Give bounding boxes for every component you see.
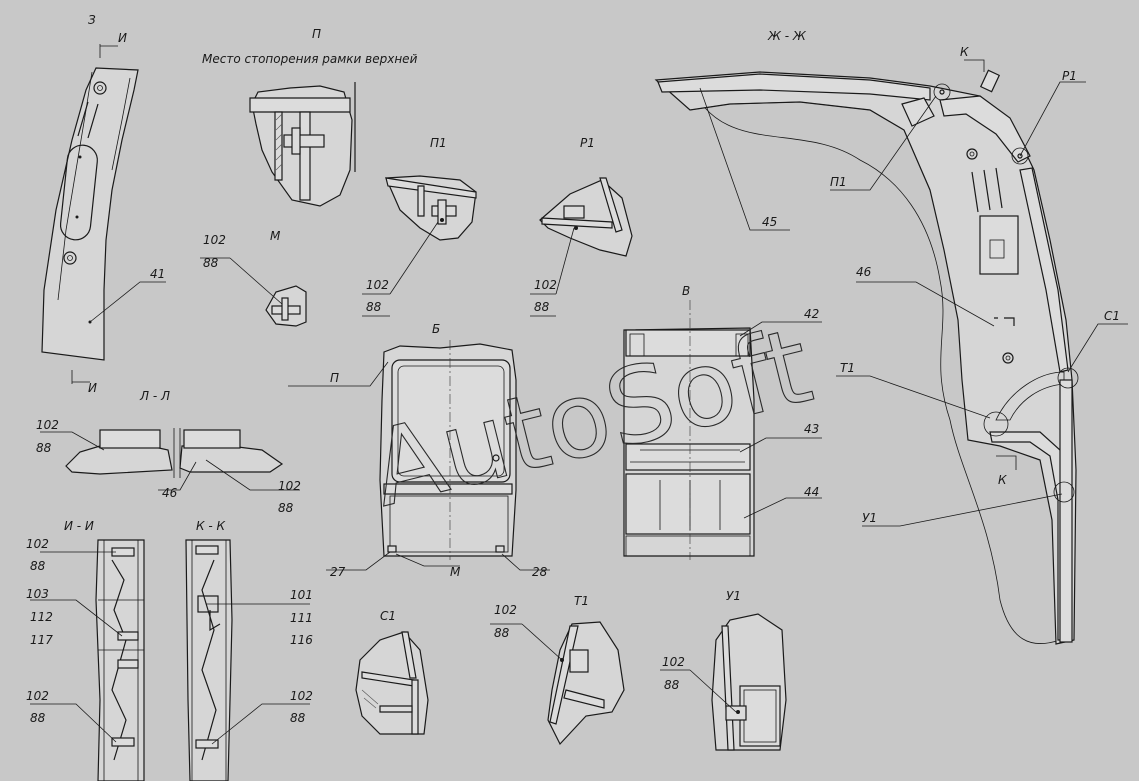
callout-27: 27: [330, 565, 346, 579]
view-z-title: З: [88, 13, 96, 27]
ii-a-callout-102: 102: [26, 537, 49, 551]
view-p1: П1 102 88: [362, 136, 477, 317]
view-b: Б П 27 М 28: [288, 322, 550, 579]
view-m: М 102 88: [200, 229, 307, 327]
callout-44: 44: [804, 485, 819, 499]
callout-s1: С1: [1104, 309, 1120, 323]
ii-c-callout-102: 102: [26, 689, 49, 703]
p1-callout-88: 88: [366, 300, 382, 314]
callout-46-ll: 46: [162, 486, 178, 500]
view-l-l: Л - Л 102 88 46 102 88: [36, 389, 301, 515]
view-z: З И И 41: [41, 13, 166, 395]
u1-callout-88: 88: [664, 678, 680, 692]
section-i-bottom-label: И: [88, 381, 97, 395]
view-k-k-title: К - К: [196, 519, 225, 533]
callout-m: М: [450, 565, 461, 579]
view-t1: Т1 102 88: [490, 594, 625, 746]
callout-r1: Р1: [1062, 69, 1077, 83]
m-callout-102: 102: [203, 233, 226, 247]
t1-callout-102: 102: [494, 603, 517, 617]
ii-b-callout-103: 103: [26, 587, 49, 601]
callout-45: 45: [762, 215, 777, 229]
view-p: П Место стопорения рамки верхней: [202, 27, 418, 207]
view-k-k: К - К 101 111 116 102 88: [185, 519, 313, 781]
view-i-i-title: И - И: [64, 519, 94, 533]
callout-u1: У1: [862, 511, 877, 525]
u1-callout-102: 102: [662, 655, 685, 669]
view-p-caption: Место стопорения рамки верхней: [202, 52, 418, 66]
callout-41: 41: [150, 267, 165, 281]
ii-c-callout-88: 88: [30, 711, 46, 725]
ll-right-callout-102: 102: [278, 479, 301, 493]
ll-left-callout-88: 88: [36, 441, 52, 455]
view-p-title: П: [312, 27, 321, 41]
view-v: В 42 43 44: [623, 284, 822, 560]
kk-b-callout-88: 88: [290, 711, 306, 725]
callout-t1: Т1: [840, 361, 855, 375]
m-callout-88: 88: [203, 256, 219, 270]
kk-a-callout-111: 111: [290, 611, 313, 625]
callout-p: П: [330, 371, 339, 385]
view-m-title: М: [270, 229, 281, 243]
view-p1-title: П1: [430, 136, 447, 150]
ii-b-callout-117: 117: [30, 633, 53, 647]
r1-callout-88: 88: [534, 300, 550, 314]
view-i-i: И - И 102 88 103 112 117 102 88: [26, 519, 145, 781]
view-r1: Р1 102 88: [530, 136, 633, 317]
view-v-title: В: [682, 284, 690, 298]
view-l-l-title: Л - Л: [139, 389, 170, 403]
callout-p1: П1: [830, 175, 847, 189]
view-t1-title: Т1: [574, 594, 589, 608]
view-zh-zh-title: Ж - Ж: [767, 29, 807, 43]
r1-callout-102: 102: [534, 278, 557, 292]
view-r1-title: Р1: [580, 136, 595, 150]
view-b-title: Б: [432, 322, 440, 336]
view-u1: У1 102 88: [660, 589, 787, 751]
ll-right-callout-88: 88: [278, 501, 294, 515]
section-k-bottom-label: К: [998, 473, 1007, 487]
section-k-top-label: К: [960, 45, 969, 59]
view-s1-title: С1: [380, 609, 396, 623]
kk-b-callout-102: 102: [290, 689, 313, 703]
callout-28: 28: [532, 565, 548, 579]
callout-43: 43: [804, 422, 819, 436]
view-s1: С1: [355, 609, 429, 735]
section-i-top-label: И: [118, 31, 127, 45]
view-u1-title: У1: [726, 589, 741, 603]
kk-a-callout-116: 116: [290, 633, 313, 647]
callout-42: 42: [804, 307, 819, 321]
ll-left-callout-102: 102: [36, 418, 59, 432]
kk-a-callout-101: 101: [290, 588, 313, 602]
view-zh-zh: Ж - Ж К К Р1 П1 45 46: [654, 29, 1128, 645]
p1-callout-102: 102: [366, 278, 389, 292]
callout-46-zh: 46: [856, 265, 872, 279]
ii-b-callout-112: 112: [30, 610, 53, 624]
t1-callout-88: 88: [494, 626, 510, 640]
ii-a-callout-88: 88: [30, 559, 46, 573]
